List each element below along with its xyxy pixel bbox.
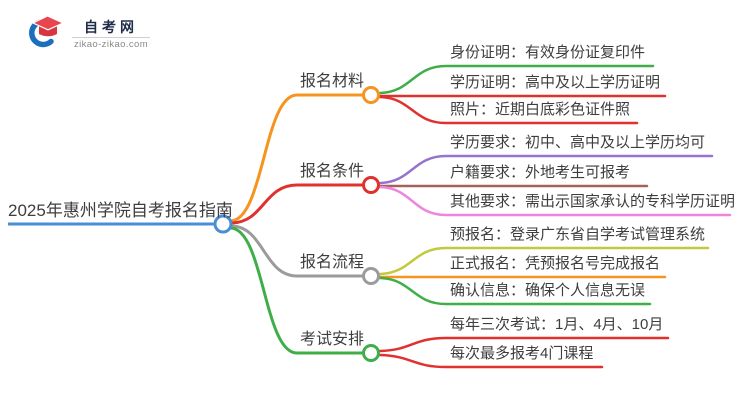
subline-photo <box>378 95 639 125</box>
root-node-label: 2025年惠州学院自考报名指南 <box>8 201 233 220</box>
branch-node-circle-conditions <box>362 176 380 194</box>
branch-line-process <box>230 224 364 278</box>
sub-label-photo: 照片：近期白底彩色证件照 <box>450 101 631 118</box>
branch-node-circle-schedule <box>362 344 380 362</box>
sub-label-education-requirement: 学历要求：初中、高中及以上学历均可 <box>450 134 706 151</box>
branch-node-circle-materials <box>362 86 380 104</box>
subline-identity-proof <box>378 64 655 95</box>
logo-divider <box>72 37 150 38</box>
branch-line-schedule <box>229 226 364 355</box>
subline-confirm-info <box>378 276 652 306</box>
sub-label-pre-registration: 预报名：登录广东省自学考试管理系统 <box>450 226 706 243</box>
branch-label-conditions: 报名条件 <box>299 163 364 180</box>
site-url: zikao-zikao.com <box>73 39 149 50</box>
branch-label-schedule: 考试安排 <box>299 331 364 348</box>
root-node-circle <box>213 214 233 234</box>
subline-exam-times <box>378 336 670 353</box>
subline-exam-courses <box>378 353 604 369</box>
branch-node-circle-process <box>362 267 380 285</box>
branch-line-conditions <box>230 183 364 225</box>
subline-education-requirement <box>378 154 714 185</box>
subline-other-requirement <box>378 185 732 217</box>
sub-label-exam-times: 每年三次考试：1月、4月、10月 <box>450 316 664 333</box>
sub-label-education-proof: 学历证明：高中及以上学历证明 <box>450 74 661 91</box>
branch-label-materials: 报名材料 <box>299 73 364 90</box>
site-logo: 自考网 zikao-zikao.com <box>26 15 150 50</box>
branch-label-process: 报名流程 <box>299 254 364 271</box>
sub-label-residence-requirement: 户籍要求：外地考生可报考 <box>450 164 631 181</box>
sub-label-exam-courses: 每次最多报考4门课程 <box>450 345 594 362</box>
branch-line-materials <box>229 93 364 223</box>
sub-label-formal-registration: 正式报名：凭预报名号完成报名 <box>450 255 661 272</box>
logo-text: 自考网 zikao-zikao.com <box>72 15 150 50</box>
sub-label-confirm-info: 确认信息：确保个人信息无误 <box>450 282 646 299</box>
sub-label-other-requirement: 其他要求：需出示国家承认的专科学历证明 <box>450 193 736 210</box>
site-name: 自考网 <box>84 19 138 35</box>
graduation-cap-icon <box>29 15 64 48</box>
subline-pre-registration <box>378 246 710 276</box>
sub-label-identity-proof: 身份证明：有效身份证复印件 <box>450 44 646 61</box>
